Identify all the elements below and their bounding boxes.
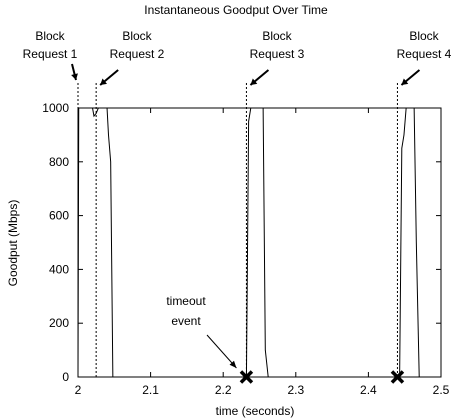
block-request-label-line1: Block xyxy=(262,29,292,43)
axis-tick-labels: 2 2.1 2.2 2.3 2.4 2.5 0 200 400 600 800 1000 xyxy=(42,101,449,397)
x-tick-label: 2.1 xyxy=(142,383,159,397)
annotation-line2: event xyxy=(171,314,201,328)
annotation-line1: timeout xyxy=(166,294,206,308)
block-request-lines xyxy=(77,82,398,377)
x-tick-label: 2.2 xyxy=(215,383,232,397)
x-axis-label: time (seconds) xyxy=(216,404,295,418)
y-tick-label: 800 xyxy=(49,155,69,169)
block-request-arrowhead xyxy=(100,78,107,85)
goodput-series-line xyxy=(77,107,420,378)
block-request-label-line2: Request 1 xyxy=(23,47,78,61)
annotation-arrowhead xyxy=(229,360,237,368)
timeout-x-marker xyxy=(239,370,254,384)
block-request-label-line1: Block xyxy=(35,29,65,43)
x-tick-label: 2.4 xyxy=(360,383,377,397)
x-marker-stroke xyxy=(390,370,405,384)
x-tick-label: 2.3 xyxy=(287,383,304,397)
block-request-label-line1: Block xyxy=(122,29,152,43)
annotation-arrow xyxy=(206,334,237,369)
block-request-label-line2: Request 2 xyxy=(110,47,165,61)
x-marker-stroke xyxy=(239,370,254,384)
block-request-arrowhead xyxy=(250,78,258,85)
y-tick-label: 1000 xyxy=(42,101,69,115)
y-axis-label: Goodput (Mbps) xyxy=(6,200,20,287)
y-tick-label: 0 xyxy=(62,370,69,384)
x-tick-label: 2.5 xyxy=(433,383,450,397)
y-tick-label: 400 xyxy=(49,262,69,276)
block-request-label-line1: Block xyxy=(409,29,439,43)
block-request-arrowhead xyxy=(71,73,78,80)
timeout-x-marker xyxy=(390,370,405,384)
block-request-label-line2: Request 3 xyxy=(250,47,305,61)
plot-frame xyxy=(77,107,442,378)
annotation-arrow-line xyxy=(206,334,237,369)
y-tick-label: 600 xyxy=(49,209,69,223)
chart-title: Instantaneous Goodput Over Time xyxy=(144,3,328,17)
x-tick-label: 2 xyxy=(75,383,82,397)
block-request-label-line2: Request 4 xyxy=(397,47,452,61)
axis-ticks xyxy=(77,107,442,378)
block-request-arrowhead xyxy=(401,78,409,85)
series-group xyxy=(77,107,420,378)
marker-group xyxy=(239,370,405,384)
y-tick-label: 200 xyxy=(49,316,69,330)
